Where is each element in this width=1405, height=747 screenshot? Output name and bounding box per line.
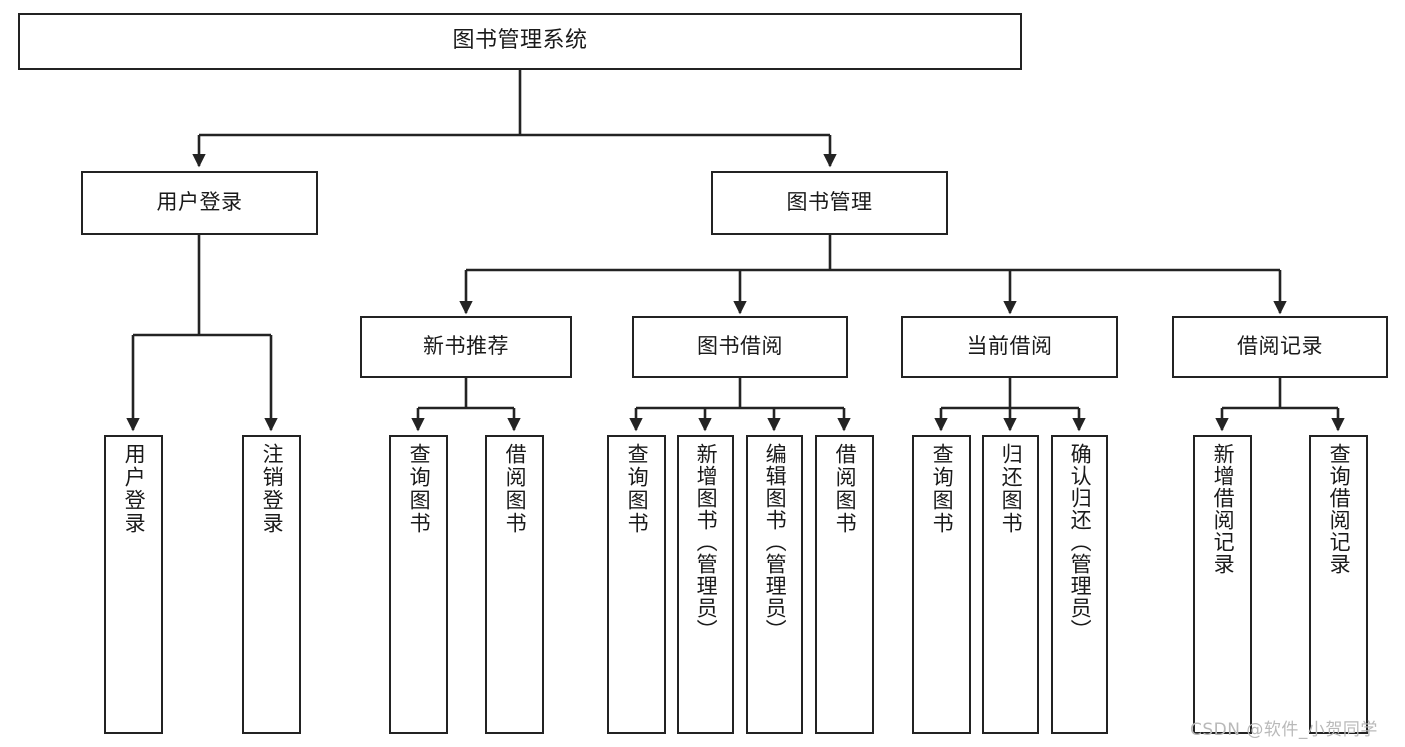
node-borrow-record[interactable]: 借阅记录 bbox=[1172, 316, 1388, 378]
leaf-query-book-current[interactable]: 查询图书 bbox=[912, 435, 971, 734]
leaf-query-borrow-record[interactable]: 查询借阅记录 bbox=[1309, 435, 1368, 734]
node-label: 查询图书 bbox=[625, 443, 650, 535]
node-book-borrow[interactable]: 图书借阅 bbox=[632, 316, 848, 378]
node-label: 用户登录 bbox=[156, 190, 243, 215]
leaf-borrow-book[interactable]: 借阅图书 bbox=[815, 435, 874, 734]
node-label: 当前借阅 bbox=[966, 334, 1053, 359]
node-root-book-management-system[interactable]: 图书管理系统 bbox=[18, 13, 1022, 70]
node-label: 用户登录 bbox=[122, 443, 147, 535]
node-label: 图书管理系统 bbox=[452, 28, 588, 54]
node-label: 编辑图书（管理员） bbox=[763, 443, 788, 641]
node-label: 借阅图书 bbox=[833, 443, 858, 535]
leaf-borrow-book-recommend[interactable]: 借阅图书 bbox=[485, 435, 544, 734]
leaf-query-book-recommend[interactable]: 查询图书 bbox=[389, 435, 448, 734]
node-new-book-recommend[interactable]: 新书推荐 bbox=[360, 316, 572, 378]
node-label: 确认归还（管理员） bbox=[1068, 443, 1093, 641]
node-label: 查询图书 bbox=[407, 443, 432, 535]
node-current-borrow[interactable]: 当前借阅 bbox=[901, 316, 1118, 378]
node-label: 借阅记录 bbox=[1237, 334, 1323, 359]
node-label: 图书管理 bbox=[786, 190, 873, 215]
leaf-logout[interactable]: 注销登录 bbox=[242, 435, 301, 734]
node-label: 图书借阅 bbox=[697, 334, 783, 359]
leaf-confirm-return-admin[interactable]: 确认归还（管理员） bbox=[1051, 435, 1108, 734]
leaf-user-login[interactable]: 用户登录 bbox=[104, 435, 163, 734]
node-label: 归还图书 bbox=[999, 443, 1024, 535]
leaf-add-book-admin[interactable]: 新增图书（管理员） bbox=[677, 435, 734, 734]
leaf-add-borrow-record[interactable]: 新增借阅记录 bbox=[1193, 435, 1252, 734]
leaf-return-book[interactable]: 归还图书 bbox=[982, 435, 1039, 734]
node-book-management[interactable]: 图书管理 bbox=[711, 171, 948, 235]
node-label: 注销登录 bbox=[260, 443, 285, 535]
node-label: 新书推荐 bbox=[423, 334, 509, 359]
node-user-login[interactable]: 用户登录 bbox=[81, 171, 318, 235]
node-label: 借阅图书 bbox=[503, 443, 528, 535]
leaf-query-book-borrow[interactable]: 查询图书 bbox=[607, 435, 666, 734]
node-label: 查询图书 bbox=[930, 443, 955, 535]
node-label: 查询借阅记录 bbox=[1327, 443, 1352, 575]
watermark-text: CSDN @软件_小贺同学 bbox=[1190, 720, 1378, 740]
leaf-edit-book-admin[interactable]: 编辑图书（管理员） bbox=[746, 435, 803, 734]
node-label: 新增借阅记录 bbox=[1211, 443, 1236, 575]
node-label: 新增图书（管理员） bbox=[694, 443, 719, 641]
